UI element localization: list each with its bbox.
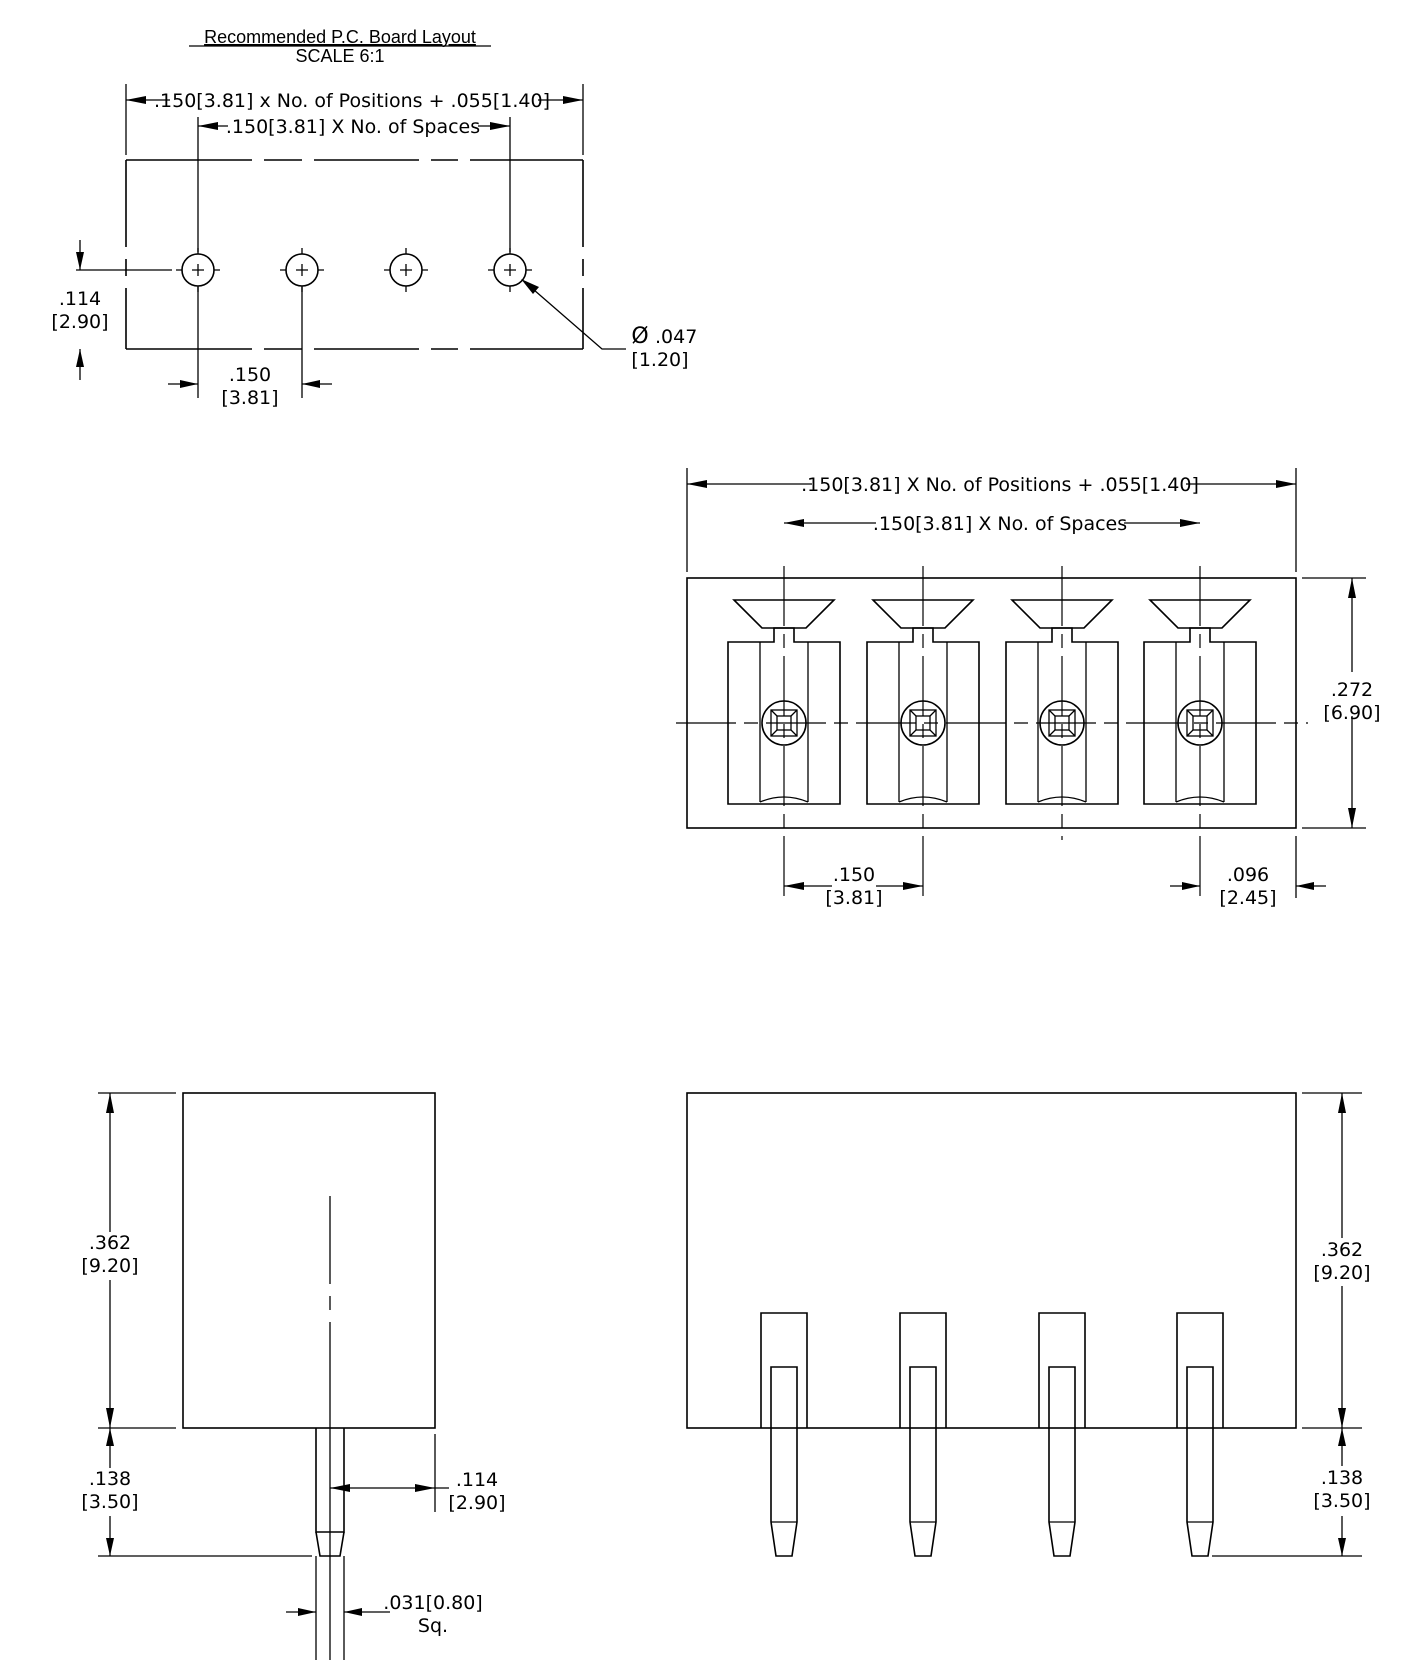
arrow-icon [126,96,146,104]
front-pin-length-mm: [3.50] [1313,1490,1370,1512]
arrow-icon [1276,480,1296,488]
side-height-mm: [9.20] [81,1255,138,1277]
pcb-hole [488,248,532,292]
top-view-cavity [727,566,841,896]
arrow-icon [521,279,539,294]
top-view-cavity [866,566,980,896]
arrow-icon [784,882,804,890]
arrow-icon [302,380,320,388]
arrow-icon [330,1484,350,1492]
pcb-overall-dimension: .150[3.81] x No. of Positions + .055[1.4… [154,90,550,112]
top-edge-mm: [2.45] [1219,887,1276,909]
arrow-icon [1296,882,1314,890]
arrow-icon [106,1408,114,1428]
arrow-icon [1338,1408,1346,1428]
top-spaces-dimension: .150[3.81] X No. of Spaces [873,513,1127,535]
pcb-row-offset-mm: [2.90] [51,311,108,333]
pcb-hole [384,248,428,292]
pcb-pitch-inch: .150 [229,364,271,386]
top-depth-mm: [6.90] [1323,702,1380,724]
front-view-pin [1038,1312,1086,1557]
arrow-icon [1180,519,1200,527]
arrow-icon [76,252,84,270]
arrow-icon [563,96,583,104]
top-overall-dimension: .150[3.81] X No. of Positions + .055[1.4… [801,474,1199,496]
arrow-icon [106,1093,114,1113]
arrow-icon [490,122,510,130]
arrow-icon [903,882,923,890]
front-height-mm: [9.20] [1313,1262,1370,1284]
side-view: .362 [9.20] .138 [3.50] .114 [2.90] .031… [81,1092,506,1660]
side-pin-size: .031[0.80] [383,1592,482,1614]
hole-leader-line [525,282,626,350]
arrow-icon [76,349,84,367]
arrow-icon [1182,882,1200,890]
pcb-row-offset-inch: .114 [59,288,101,310]
arrow-icon [106,1538,114,1556]
pcb-layout-scale: SCALE 6:1 [295,46,384,66]
side-pin-length-mm: [3.50] [81,1491,138,1513]
top-depth-inch: .272 [1331,679,1373,701]
side-pin-offset-mm: [2.90] [448,1492,505,1514]
front-view-pin [899,1312,947,1557]
front-pin-length-inch: .138 [1321,1467,1363,1489]
side-pin-length-inch: .138 [89,1468,131,1490]
arrow-icon [180,380,198,388]
arrow-icon [1338,1428,1346,1446]
arrow-icon [784,519,804,527]
pcb-hole [176,248,220,292]
front-view: .362 [9.20] .138 [3.50] [686,1092,1371,1557]
arrow-icon [1348,578,1356,598]
front-view-pin [760,1312,808,1557]
arrow-icon [198,122,218,130]
arrow-icon [1338,1538,1346,1556]
pcb-hole [280,248,324,292]
side-pin-size-note: Sq. [418,1615,448,1637]
pcb-layout-view: Recommended P.C. Board Layout SCALE 6:1 … [51,27,697,409]
pcb-hole-mm: [1.20] [631,349,688,371]
pcb-hole-inch: .047 [655,326,697,348]
arrow-icon [106,1428,114,1446]
front-height-inch: .362 [1321,1239,1363,1261]
arrow-icon [1338,1093,1346,1113]
pcb-spaces-dimension: .150[3.81] X No. of Spaces [226,116,480,138]
arrow-icon [687,480,707,488]
top-view-housing [686,577,1297,829]
front-view-housing [686,1092,1297,1429]
top-view: .150[3.81] X No. of Positions + .055[1.4… [676,468,1381,909]
arrow-icon [415,1484,435,1492]
top-pitch-mm: [3.81] [825,887,882,909]
top-view-cavity [1143,566,1257,896]
top-view-cavity [1005,566,1119,840]
diameter-symbol: Ø [631,324,648,349]
pcb-layout-title: Recommended P.C. Board Layout [204,27,476,47]
top-edge-inch: .096 [1227,864,1269,886]
arrow-icon [344,1608,362,1616]
side-pin-offset-inch: .114 [456,1469,498,1491]
arrow-icon [1348,808,1356,828]
top-pitch-inch: .150 [833,864,875,886]
side-height-inch: .362 [89,1232,131,1254]
pcb-pitch-mm: [3.81] [221,387,278,409]
arrow-icon [298,1608,316,1616]
front-view-pin [1176,1312,1224,1557]
side-view-housing [182,1092,436,1429]
